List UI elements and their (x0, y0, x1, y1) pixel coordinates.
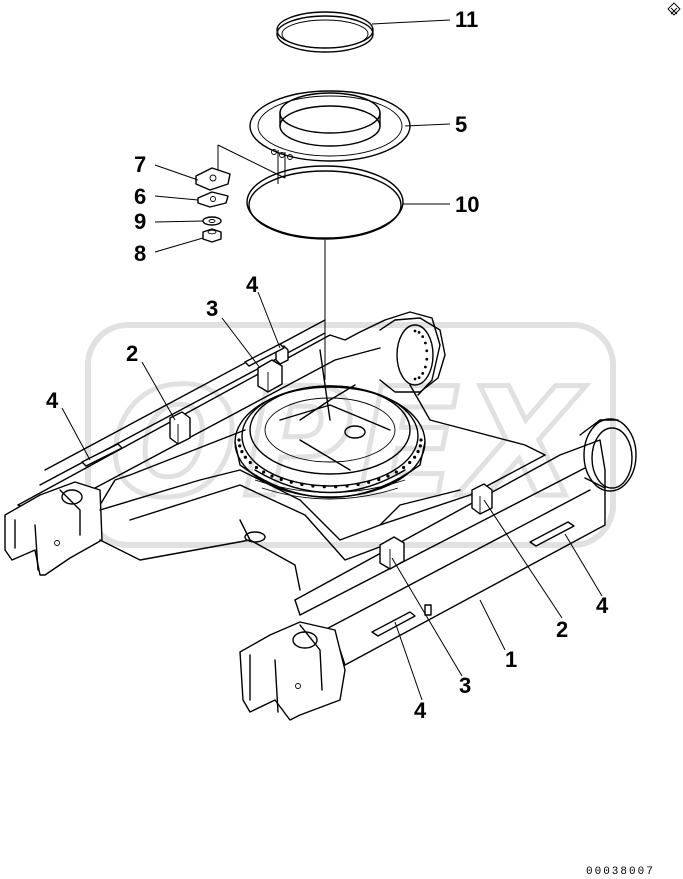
bolt-hole (334, 485, 338, 489)
bolt-hole (418, 444, 422, 448)
part-5-swing-bearing (249, 90, 411, 162)
bolt-hole (419, 438, 423, 442)
bolt-hole (417, 376, 421, 379)
callout-9: 9 (134, 209, 146, 234)
bolt-hole (402, 465, 406, 470)
bolt-hole (237, 438, 241, 442)
callout-4-left: 4 (46, 388, 59, 413)
bolt-hole (345, 484, 349, 488)
bolt-hole (413, 377, 417, 381)
callout-2-right: 2 (556, 617, 568, 642)
watermark: OPEX (85, 322, 616, 548)
bolt-hole (262, 470, 266, 474)
part-6-shim (197, 191, 229, 208)
bolt-hole (413, 329, 417, 333)
bolt-hole (240, 450, 244, 454)
bolt-hole (300, 482, 304, 487)
bolt-hole (377, 477, 381, 482)
document-number: 00038007 (586, 866, 655, 878)
bolt-hole (394, 470, 398, 474)
bolt-hole (425, 357, 429, 361)
callout-3-bottom: 3 (459, 673, 471, 698)
close-diamond-icon (667, 2, 681, 16)
bolt-hole (270, 474, 274, 478)
bolt-hole (279, 477, 283, 482)
bolt-hole (424, 341, 427, 345)
bolt-hole (356, 482, 360, 487)
part-10-ring (246, 165, 404, 240)
callout-2-left: 2 (126, 341, 138, 366)
callout-8: 8 (134, 241, 146, 266)
bolt-hole (421, 372, 425, 375)
bolt-hole (367, 480, 371, 484)
bolt-hole (425, 349, 429, 353)
callout-6: 6 (134, 184, 146, 209)
bolt-hole (289, 480, 293, 484)
bolt-leader-lines (217, 144, 326, 380)
callout-3-top: 3 (206, 296, 218, 321)
callout-11: 11 (455, 7, 478, 32)
callout-4-bottom: 4 (414, 698, 427, 723)
bolt-hole (254, 465, 258, 470)
callout-4-right: 4 (596, 593, 609, 618)
part-7-plate (195, 167, 231, 191)
bolt-hole (417, 331, 421, 334)
bolt-hole (408, 460, 412, 465)
watermark-text: OPEX (110, 357, 586, 531)
mounting-bolt-holes (237, 329, 429, 489)
callout-4-top: 4 (246, 272, 259, 297)
bolt-hole (248, 460, 252, 465)
bolt-hole (413, 455, 417, 459)
bolt-hole (421, 335, 425, 338)
part-11-ring (276, 11, 374, 53)
part-8-nut (202, 228, 222, 243)
bolt-hole (311, 484, 315, 488)
part-9-washer (202, 216, 222, 226)
bolt-hole (238, 444, 242, 448)
bolt-hole (322, 485, 326, 489)
callout-10: 10 (455, 192, 479, 217)
callout-labels: 11 5 7 6 9 8 10 4 3 2 4 2 4 1 3 4 (46, 7, 609, 723)
callout-7: 7 (134, 152, 146, 177)
callout-1: 1 (505, 647, 517, 672)
callout-5: 5 (455, 112, 467, 137)
part-3-bracket (257, 345, 405, 570)
bolt-hole (416, 450, 420, 454)
bolt-hole (243, 455, 247, 459)
bolt-hole (424, 365, 427, 369)
bolt-hole (386, 474, 390, 478)
callout-leaders (61, 19, 603, 701)
part-1-track-frame (4, 311, 637, 721)
